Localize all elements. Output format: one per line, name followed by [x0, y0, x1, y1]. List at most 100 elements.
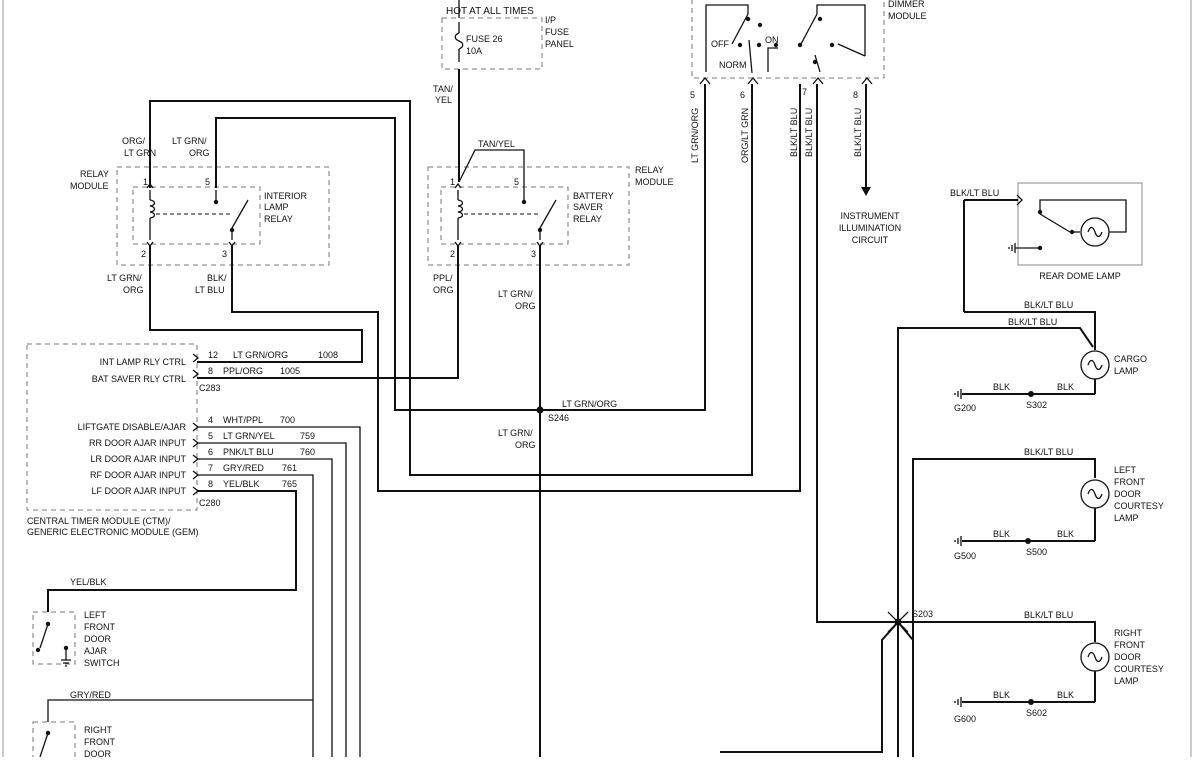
left-switch-blade [39, 623, 49, 649]
fuse-label: FUSE 26 [466, 34, 503, 44]
ctm-row-int-lamp-wire: LT GRN/ORG [233, 350, 288, 360]
right-front-door-ajar-switch: GRY/RED RIGHT FRONT DOOR [32, 690, 115, 762]
relay-left-name-1: INTERIOR [264, 191, 308, 201]
hot-at-all-times-label: HOT AT ALL TIMES [446, 6, 534, 17]
s246-splice [536, 406, 544, 414]
dimmer-norm-label: NORM [719, 60, 747, 70]
lf-blk-label-1: BLK [993, 529, 1010, 539]
dimmer-wire-label-7a: BLK/LT BLU [789, 108, 799, 157]
wire-harness [47, 0, 897, 757]
rear-dome-wire-label: BLK/LT BLU [950, 188, 999, 198]
ctm-row-int-lamp-circuit: 1008 [318, 350, 338, 360]
rf-label-2: FRONT [1114, 640, 1145, 650]
cargo-blk-label-1: BLK [993, 382, 1010, 392]
left-switch-ground-icon [61, 659, 71, 667]
dimmer-module-box [691, 0, 885, 79]
left-switch-label-3: DOOR [84, 634, 112, 644]
relay-right-coil-icon [457, 199, 464, 219]
ctm-c283-label: C283 [199, 383, 221, 393]
ctm-row-lf-door-wire: YEL/BLK [223, 479, 260, 489]
ctm-row-liftgate-circuit: 700 [280, 415, 295, 425]
g600-label: G600 [954, 714, 976, 724]
s246-wire-right-label: LT GRN/ORG [562, 399, 617, 409]
left-switch-label-5: SWITCH [84, 658, 120, 668]
s246-label: S246 [548, 413, 569, 423]
gry-red-label: GRY/RED [70, 690, 111, 700]
interior-lamp-relay-module-box [116, 166, 330, 266]
lf-label-2: FRONT [1114, 477, 1145, 487]
relay-left-name-3: RELAY [264, 214, 293, 224]
rf-blk-label-1: BLK [993, 690, 1010, 700]
ctm-row-rr-door-wire: LT GRN/YEL [223, 431, 275, 441]
fuse-panel-label-1: I/P [545, 15, 556, 25]
ctm-row-lr-door-pin: 6 [208, 447, 213, 457]
ctm-row-liftgate-pin: 4 [208, 415, 213, 425]
relay-left-module-label-2: MODULE [70, 181, 109, 191]
dimmer-wire-label-8: BLK/LT BLU [853, 108, 863, 157]
left-switch-label-4: AJAR [84, 646, 108, 656]
blk-ltblu-wire [231, 84, 801, 492]
rear-dome-ground-icon [1008, 243, 1016, 253]
interior-lamp-relay-box [132, 186, 261, 245]
yel-blk-label: YEL/BLK [70, 577, 107, 587]
dimmer-module-label-1: DIMMER [888, 0, 925, 9]
fuse-panel-box [441, 17, 543, 70]
dimmer-on-label: ON [765, 35, 779, 45]
cargo-wire-label-1: BLK/LT BLU [1024, 300, 1073, 310]
ctm-label-2: GENERIC ELECTRONIC MODULE (GEM) [27, 527, 199, 537]
s500-label: S500 [1026, 547, 1047, 557]
relay-right-pin-3: 3 [531, 249, 536, 259]
lf-label-1: LEFT [1114, 465, 1137, 475]
ctm-row-lr-door-circuit: 760 [300, 447, 315, 457]
ltgrn-org-wire [215, 84, 706, 411]
dimmer-wire-label-5: LT GRN/ORG [690, 108, 700, 163]
dimmer-switch-blade-1 [731, 13, 749, 45]
left-switch-box [32, 611, 76, 665]
rf-blk-label-2: BLK [1057, 690, 1074, 700]
ctm-row-lr-door-wire: PNK/LT BLU [223, 447, 274, 457]
relay-right-wire-label-2a: PPL/ [433, 273, 453, 283]
cargo-feed-wire [964, 311, 1096, 350]
right-switch-label-1: RIGHT [84, 725, 113, 735]
s203-down-wire [720, 621, 899, 753]
ctm-row-liftgate-name: LIFTGATE DISABLE/AJAR [78, 422, 187, 432]
central-timer-module: INT LAMP RLY CTRL 12 LT GRN/ORG 1008 BAT… [26, 343, 338, 537]
ctm-row-liftgate-wire: WHT/PPL [223, 415, 263, 425]
relay-right-wire-label-2b: ORG [433, 285, 454, 295]
g200-label: G200 [954, 403, 976, 413]
right-switch-label-2: FRONT [84, 737, 115, 747]
battery-saver-relay-box [440, 186, 569, 245]
dimmer-module-label-2: MODULE [888, 11, 927, 21]
lf-blk-label-2: BLK [1057, 529, 1074, 539]
rear-dome-switch-blade [1039, 213, 1071, 233]
s602-label: S602 [1026, 708, 1047, 718]
s602-splice [1028, 699, 1034, 705]
fuse-icon [454, 32, 464, 50]
tan-yel-wire-label-2: YEL [435, 95, 452, 105]
relay-left-name-2: LAMP [264, 202, 289, 212]
relay-right-pin-5: 5 [514, 177, 519, 187]
instrument-label-3: CIRCUIT [852, 235, 889, 245]
ctm-row-bat-saver-circuit: 1005 [280, 366, 300, 376]
interior-lamp-relay: RELAY MODULE INTERIOR LAMP RELAY 1 5 2 3… [70, 136, 330, 295]
ctm-label-1: CENTRAL TIMER MODULE (CTM)/ [27, 516, 171, 526]
left-switch-label-2: FRONT [84, 622, 115, 632]
relay-left-contact-icon [231, 199, 249, 229]
instrument-arrow [861, 187, 871, 196]
rear-dome-lamp-box [1017, 182, 1143, 266]
tan-yel-wire-label-1: TAN/ [433, 84, 453, 94]
relay-left-wire-label-5a: LT GRN/ [172, 136, 207, 146]
g500-label: G500 [954, 551, 976, 561]
dimmer-pin-7: 7 [802, 87, 807, 97]
cargo-label-1: CARGO [1114, 354, 1147, 364]
lf-wire-label: BLK/LT BLU [1024, 447, 1073, 457]
relay-right-wire-label-3a: LT GRN/ [498, 289, 533, 299]
rear-dome-lamp-label: REAR DOME LAMP [1039, 271, 1121, 281]
rf-label-4: COURTESY [1114, 664, 1164, 674]
right-switch-box [32, 721, 76, 762]
dimmer-wire-label-7b: BLK/LT BLU [804, 108, 814, 157]
g500-ground-icon [954, 536, 962, 546]
s246-wire-down-label-2: ORG [515, 440, 536, 450]
